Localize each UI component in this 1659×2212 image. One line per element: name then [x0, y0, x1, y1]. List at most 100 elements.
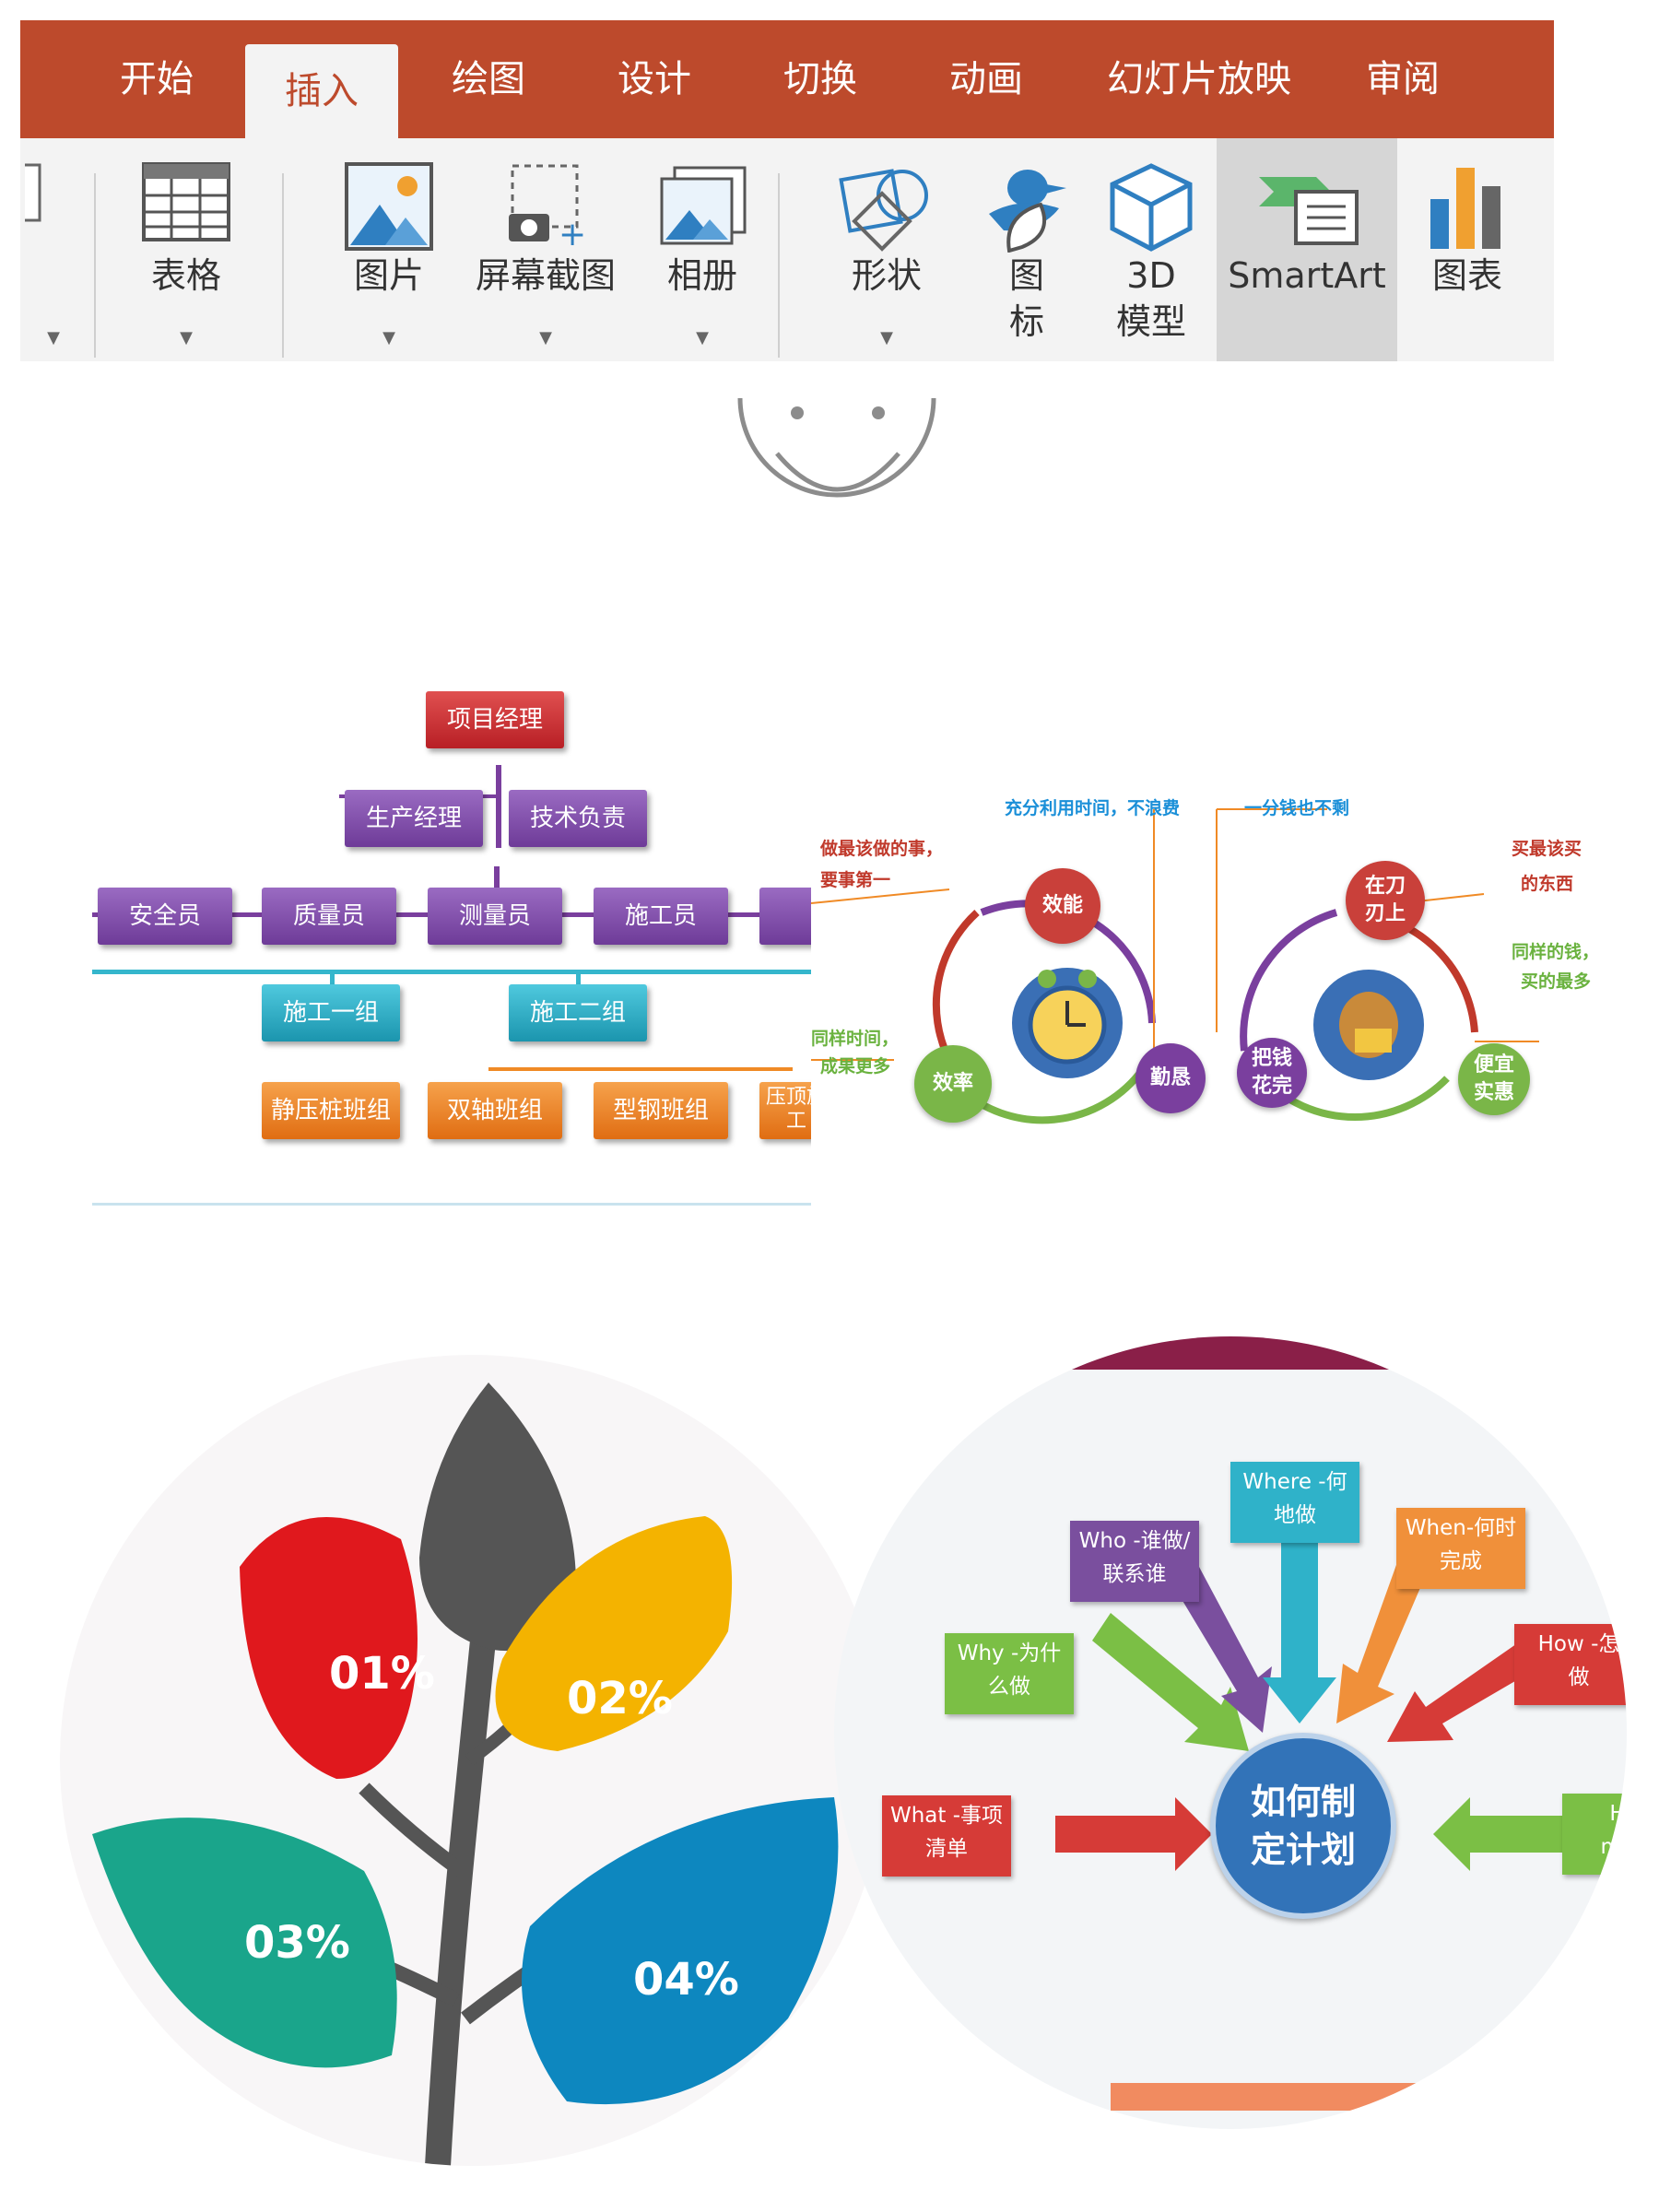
tab-transitions[interactable]: 切换	[783, 58, 857, 100]
tab-design[interactable]: 设计	[618, 58, 691, 100]
org-node-partial	[759, 888, 811, 945]
cycle-left-graphic	[811, 809, 1156, 1124]
note-time-bottom-1: 同样时间，	[811, 1029, 900, 1049]
table-icon	[142, 162, 230, 241]
plan-box-why: Why -为什么做	[945, 1633, 1074, 1714]
plan-5w1h-image: 如何制定计划 What -事项清单 Why -为什么做 Who -谁做/联系谁 …	[834, 1336, 1627, 2129]
note-time-left-2: 要事第一	[820, 870, 891, 890]
org-node-safety: 安全员	[98, 888, 232, 945]
connector-line	[496, 765, 501, 848]
shapes-label: 形状	[851, 255, 922, 296]
ribbon-toolbar: ▼ 表格 ▼ 图片 ▼	[20, 138, 1554, 361]
org-node-partial-orange: 压顶施工	[759, 1082, 811, 1139]
tab-insert[interactable]: 插入	[245, 44, 398, 138]
icons-button[interactable]: 图标	[962, 138, 1091, 361]
picture-label: 图片	[353, 255, 424, 296]
org-node-technical-lead: 技术负责	[509, 790, 647, 847]
node-efficiency: 效率	[914, 1045, 992, 1123]
node-diligence: 勤恳	[1135, 1043, 1206, 1113]
leaf-label-02: 02%	[567, 1673, 673, 1724]
dropdown-arrow-icon: ▼	[696, 328, 709, 347]
dropdown-arrow-icon: ▼	[880, 328, 893, 347]
table-label: 表格	[150, 255, 221, 296]
photo-album-button[interactable]: 相册 ▼	[638, 138, 767, 361]
divider-line	[92, 1203, 811, 1206]
tab-draw[interactable]: 绘图	[452, 58, 525, 100]
node-effectiveness: 效能	[1025, 868, 1100, 944]
leaf-label-04: 04%	[633, 1954, 739, 2006]
dropdown-arrow-icon: ▼	[539, 328, 552, 347]
picture-icon	[345, 162, 433, 251]
node-blade-edge: 在刀刃上	[1346, 861, 1425, 940]
org-node-quality: 质量员	[262, 888, 396, 945]
plan-box-when: When-何时完成	[1396, 1508, 1525, 1589]
screenshot-icon: +	[509, 164, 586, 253]
org-node-production-manager: 生产经理	[345, 790, 483, 847]
plan-box-where: Where -何地做	[1230, 1462, 1359, 1543]
org-node-root: 项目经理	[426, 691, 564, 748]
note-time-bottom-2: 成果更多	[820, 1056, 891, 1077]
plan-center-node: 如何制定计划	[1210, 1733, 1396, 1919]
smartart-label: SmartArt	[1228, 255, 1386, 296]
leaf-infographic-image: 01% 02% 03% 04%	[60, 1355, 885, 2166]
screenshot-label: 屏幕截图	[475, 255, 616, 296]
note-money-right-1: 买最该买	[1512, 839, 1583, 859]
note-money-mid-2: 买的最多	[1521, 971, 1592, 992]
shapes-button[interactable]: 形状 ▼	[822, 138, 951, 361]
bar-chart-icon	[1430, 168, 1500, 249]
separator	[778, 173, 780, 358]
org-node-survey: 测量员	[428, 888, 562, 945]
separator	[282, 173, 284, 358]
plan-box-who: Who -谁做/联系谁	[1070, 1521, 1199, 1602]
separator	[94, 173, 96, 358]
note-time-top: 充分利用时间，不浪费	[1005, 798, 1181, 818]
org-node-team-1: 施工一组	[262, 984, 400, 1041]
connector-line	[488, 1067, 793, 1071]
cube-icon	[1110, 163, 1193, 252]
ppt-ribbon: 开始 插入 绘图 设计 切换 动画 幻灯片放映 审阅 ▼ 表格 ▼	[20, 20, 1554, 361]
leaf-label-01: 01%	[329, 1648, 435, 1700]
tab-home[interactable]: 开始	[120, 58, 194, 100]
org-node-construction: 施工员	[594, 888, 728, 945]
node-cheap: 便宜实惠	[1458, 1043, 1530, 1115]
photo-album-label: 相册	[666, 255, 737, 296]
plan-box-how-much: Hmu	[1562, 1794, 1627, 1875]
leaf-label-03: 03%	[244, 1917, 350, 1969]
screenshot-button[interactable]: + 屏幕截图 ▼	[453, 138, 638, 361]
org-node-steel-team: 型钢班组	[594, 1082, 728, 1139]
node-spend-all: 把钱花完	[1237, 1038, 1307, 1108]
table-button[interactable]: 表格 ▼	[122, 138, 251, 361]
arrows-graphic	[1055, 1502, 1590, 2111]
org-node-pile-team: 静压桩班组	[262, 1082, 400, 1139]
icons-label: 图标	[1008, 255, 1044, 342]
plan-box-what: What -事项清单	[882, 1795, 1011, 1877]
time-money-cycle-image: 充分利用时间，不浪费 做最该做的事， 要事第一 同样时间， 成果更多 效能 效率…	[811, 783, 1604, 1171]
new-slide-button-partial[interactable]: ▼	[20, 138, 76, 361]
svg-text:+: +	[559, 216, 586, 253]
note-money-top: 一分钱也不剩	[1244, 798, 1350, 818]
note-money-mid-1: 同样的钱，	[1512, 942, 1600, 962]
smartart-button[interactable]: SmartArt	[1217, 138, 1397, 361]
chart-button[interactable]: 图表	[1403, 138, 1532, 361]
org-node-team-2: 施工二组	[509, 984, 647, 1041]
picture-button[interactable]: 图片 ▼	[324, 138, 453, 361]
slide-icon	[25, 163, 41, 222]
smartart-icon	[1259, 177, 1359, 245]
top-banner	[834, 1336, 1627, 1370]
note-time-left-1: 做最该做的事，	[820, 839, 944, 859]
org-node-dual-axis-team: 双轴班组	[428, 1082, 562, 1139]
leaf-tree-graphic	[92, 1382, 839, 2166]
photo-album-icon	[660, 166, 747, 245]
dropdown-arrow-icon: ▼	[382, 328, 395, 347]
ribbon-tab-bar: 开始 插入 绘图 设计 切换 动画 幻灯片放映 审阅	[20, 20, 1554, 138]
plan-box-how: How -怎做	[1514, 1624, 1627, 1705]
dropdown-arrow-icon: ▼	[180, 328, 193, 347]
chart-label: 图表	[1431, 255, 1502, 296]
tab-review[interactable]: 审阅	[1366, 58, 1440, 100]
dropdown-arrow-icon: ▼	[47, 328, 60, 347]
tab-animations[interactable]: 动画	[949, 58, 1023, 100]
org-chart-image: 项目经理 生产经理 技术负责 安全员 质量员 测量员 施工员 施工一组 施工二组…	[92, 691, 811, 1226]
tab-slideshow[interactable]: 幻灯片放映	[1107, 58, 1291, 100]
